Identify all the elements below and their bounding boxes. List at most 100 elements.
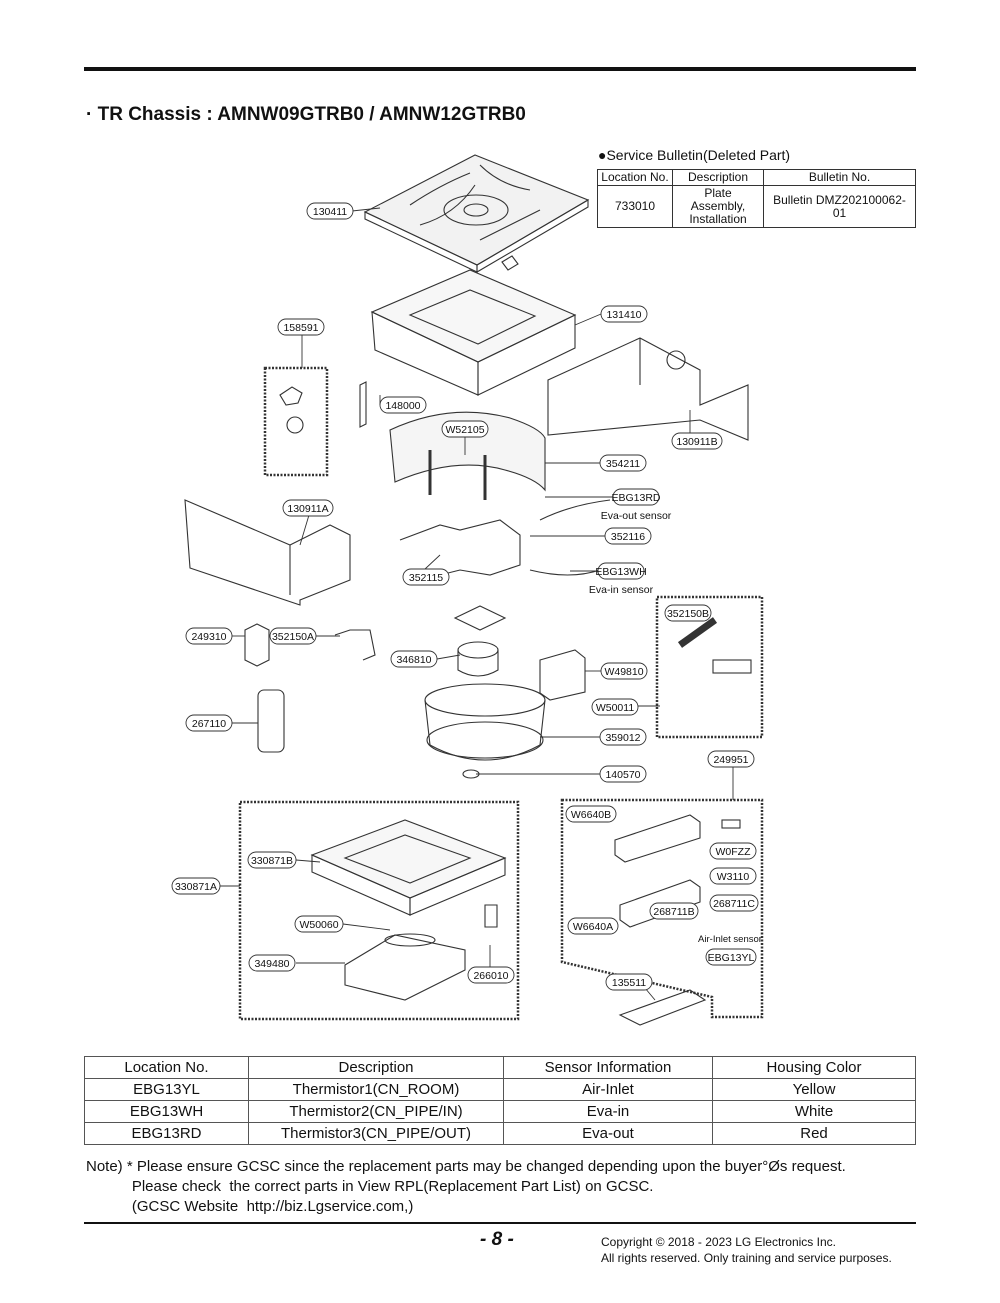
callout-label: 330871A: [175, 881, 217, 893]
callout-135511: [605, 973, 653, 991]
table-cell: EBG13WH: [84, 1100, 249, 1123]
table-header-cell: Sensor Information: [503, 1056, 713, 1079]
callout-label: 130911A: [287, 503, 328, 515]
pcb-part: [619, 879, 701, 928]
main-frame-part: [370, 269, 577, 396]
drain-hose-part: [677, 617, 718, 648]
table-row: EBG13RD Thermistor3(CN_PIPE/OUT) Eva-out…: [84, 1122, 916, 1145]
note-line: (GCSC Website http://biz.Lgservice.com,): [86, 1198, 414, 1215]
callout-label: W6640A: [573, 921, 613, 933]
remote-controller-part: [257, 689, 285, 753]
fuse-part: [721, 819, 741, 829]
callout-label: 249310: [191, 631, 226, 643]
callout-267110: [185, 714, 233, 732]
callout-label: W49810: [604, 666, 643, 678]
service-bulletin-table: Location No. Description Bulletin No. 73…: [597, 169, 916, 228]
page-number: - 8 -: [480, 1229, 514, 1250]
callout-EBG13RD: [612, 488, 660, 506]
callout-label: 148000: [385, 400, 420, 412]
callout-label: 359012: [605, 732, 640, 744]
motor-bracket-part: [484, 904, 498, 928]
callout-330871A: [171, 877, 221, 895]
callout-label: 135511: [612, 977, 646, 989]
callout-label: 267110: [192, 718, 226, 730]
pcb-case-part: [614, 814, 701, 863]
callout-330871B: [247, 851, 297, 869]
table-header-cell: Description: [672, 169, 764, 186]
piping-part: [399, 519, 521, 581]
callout-label: W6640B: [571, 809, 611, 821]
callout-label: 249951: [713, 754, 748, 766]
grille-cover-part: [344, 934, 466, 1001]
callout-130911A: [282, 499, 334, 517]
callout-label: 346810: [396, 654, 431, 666]
evaporator-part: [389, 411, 546, 500]
table-cell: Eva-in: [503, 1100, 713, 1123]
header-rule: [84, 67, 916, 71]
top-plate-part: [363, 154, 590, 273]
table-cell: Bulletin DMZ202100062-01: [763, 185, 916, 228]
callout-158591: [277, 318, 325, 336]
callout-label: 130911B: [676, 436, 717, 448]
fan-motor-part: [457, 641, 499, 677]
callout-label: 330871B: [251, 855, 293, 867]
note-block: Note) * Please ensure GCSC since the rep…: [86, 1157, 846, 1217]
table-row: EBG13YL Thermistor1(CN_ROOM) Air-Inlet Y…: [84, 1078, 916, 1101]
table-cell: Thermistor3(CN_PIPE/OUT): [248, 1122, 504, 1145]
callout-352116: [604, 527, 652, 545]
copyright-block: Copyright © 2018 - 2023 LG Electronics I…: [601, 1234, 892, 1266]
drain-pump-part: [244, 623, 270, 667]
note-line: Please check the correct parts in View R…: [86, 1178, 654, 1195]
callout-label: 352150B: [667, 608, 709, 620]
callout-label: EBG13RD: [611, 492, 660, 504]
callout-249951: [707, 750, 755, 768]
callout-W52105: [441, 420, 489, 438]
note-line: Note) * Please ensure GCSC since the rep…: [86, 1158, 846, 1175]
sensor-wire-part: [529, 499, 611, 576]
callout-label: 354211: [606, 458, 640, 470]
callout-268711C: [709, 894, 759, 912]
caption-air-inlet: Air-Inlet sensor: [698, 934, 762, 945]
callout-label: 131410: [606, 309, 641, 321]
callout-bubbles: [171, 202, 759, 991]
grille-frame-part: [310, 819, 507, 916]
dashed-group-box: [560, 798, 764, 1019]
dashed-group-box: [238, 800, 520, 1021]
callout-148000: [379, 396, 427, 414]
callout-359012: [599, 728, 647, 746]
caption-eva-in: Eva-in sensor: [589, 584, 654, 596]
table-row: 733010 Plate Assembly, Installation Bull…: [597, 185, 916, 228]
copyright-line: Copyright © 2018 - 2023 LG Electronics I…: [601, 1235, 836, 1249]
callout-349480: [248, 954, 296, 972]
table-row: EBG13WH Thermistor2(CN_PIPE/IN) Eva-in W…: [84, 1100, 916, 1123]
callout-label: 158591: [283, 322, 318, 334]
callout-W6640A: [567, 917, 619, 935]
table-cell: Thermistor2(CN_PIPE/IN): [248, 1100, 504, 1123]
callout-label: 268711B: [653, 906, 694, 918]
callout-label: 349480: [254, 958, 289, 970]
table-header-cell: Location No.: [84, 1056, 249, 1079]
table-cell: EBG13RD: [84, 1122, 249, 1145]
insulation-part: [712, 659, 752, 674]
control-box-part: [539, 649, 586, 701]
table-cell: Red: [712, 1122, 916, 1145]
service-bulletin-title: ●Service Bulletin(Deleted Part): [598, 147, 791, 163]
callout-label: W3110: [717, 871, 750, 883]
callout-354211: [599, 454, 647, 472]
table-cell-line: Installation: [689, 212, 747, 226]
table-cell: Plate Assembly, Installation: [672, 185, 764, 228]
callout-130411: [306, 202, 354, 220]
side-panel-right-part: [547, 337, 749, 441]
callout-130911B: [671, 432, 723, 450]
callout-label: W50060: [299, 919, 338, 931]
callout-EBG13WH: [597, 562, 645, 580]
sensor-table: Location No. Description Sensor Informat…: [84, 1056, 916, 1145]
callout-label: W50011: [596, 702, 634, 714]
callout-label: 140570: [605, 769, 640, 781]
callout-W3110: [709, 867, 757, 885]
callout-266010: [467, 966, 515, 984]
callout-268711B: [649, 902, 699, 920]
clip-part: [279, 386, 304, 434]
callout-346810: [390, 650, 438, 668]
table-cell: Yellow: [712, 1078, 916, 1101]
